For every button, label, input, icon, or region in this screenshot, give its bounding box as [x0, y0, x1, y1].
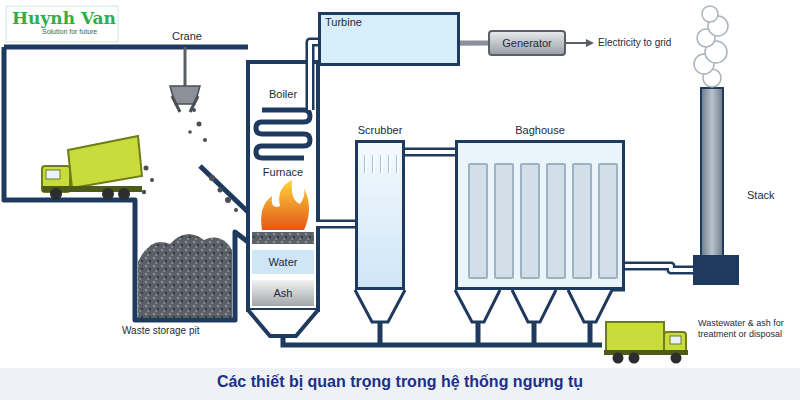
pipe-outer — [460, 41, 488, 46]
water-band: Water — [252, 250, 314, 274]
ash-truck — [604, 322, 688, 364]
ash-hopper — [248, 310, 318, 336]
caption-band — [0, 368, 800, 400]
power-arrow — [566, 39, 594, 47]
pipe-inner — [316, 222, 355, 226]
boiler-zone: Boiler — [250, 86, 316, 162]
text-label: Crane — [172, 30, 202, 42]
pipe-outer — [316, 220, 355, 229]
spray-line — [396, 155, 399, 173]
pipe-connector — [625, 266, 693, 270]
burning-waste — [252, 232, 314, 244]
scrubber-tower: Scrubber — [355, 140, 405, 290]
node-label: Water — [269, 256, 298, 268]
spray-line — [364, 155, 367, 173]
caption: Các thiết bị quan trọng trong hệ thống n… — [0, 373, 800, 391]
filter-bag — [546, 163, 566, 279]
falling-waste — [142, 108, 238, 212]
generator-box: Generator — [488, 30, 566, 56]
logo-ground — [6, 6, 118, 42]
node-label: Scrubber — [358, 124, 403, 136]
stack-base: Stack — [693, 255, 739, 285]
spray-line — [380, 155, 383, 173]
spray-line — [372, 155, 375, 173]
pipe-inner — [405, 150, 455, 154]
text-label: Waste storage pit — [122, 325, 199, 336]
node-label: Generator — [502, 37, 552, 49]
node-label: Turbine — [325, 16, 362, 28]
node-label: Furnace — [261, 166, 305, 178]
filter-bag — [598, 163, 618, 279]
text-label: Wastewater & ash for treatment or dispos… — [698, 318, 796, 340]
text-label: Huynh Van — [12, 8, 116, 28]
node-label: Stack — [747, 189, 775, 201]
smoke — [694, 6, 728, 87]
scrubber-hopper — [355, 290, 405, 322]
node-label: Ash — [274, 287, 293, 299]
spray-line — [388, 155, 391, 173]
turbine-box: Turbine — [318, 12, 460, 66]
chimney — [701, 88, 723, 256]
pipe-outer — [405, 148, 455, 157]
pipe-outer — [310, 42, 318, 110]
pipe-connector — [316, 224, 355, 225]
ash-band: Ash — [252, 280, 314, 306]
pipe-outer — [625, 266, 693, 270]
filter-bag — [468, 163, 488, 279]
filter-bag — [494, 163, 514, 279]
baghouse-box: Baghouse — [455, 140, 625, 290]
node-label: Baghouse — [515, 124, 565, 136]
furnace-zone: Furnace — [250, 164, 316, 232]
text-label: Solution for future — [42, 28, 97, 35]
ash-conveyor — [283, 322, 602, 345]
pipe-inner — [310, 42, 318, 110]
boiler-coil — [256, 110, 310, 158]
building-outline — [4, 47, 248, 320]
pipe-connector — [405, 152, 455, 153]
node-label: Boiler — [267, 88, 299, 100]
flame — [261, 180, 309, 230]
crane-grab — [170, 47, 200, 112]
dump-truck — [42, 136, 142, 200]
filter-bag — [572, 163, 592, 279]
baghouse-hoppers — [455, 290, 625, 322]
text-label: Electricity to grid — [598, 37, 671, 48]
waste-pile — [138, 234, 232, 318]
pipe-inner — [625, 266, 693, 270]
pipe-connector — [460, 43, 488, 44]
pipe-connector — [310, 42, 318, 110]
filter-bag — [520, 163, 540, 279]
